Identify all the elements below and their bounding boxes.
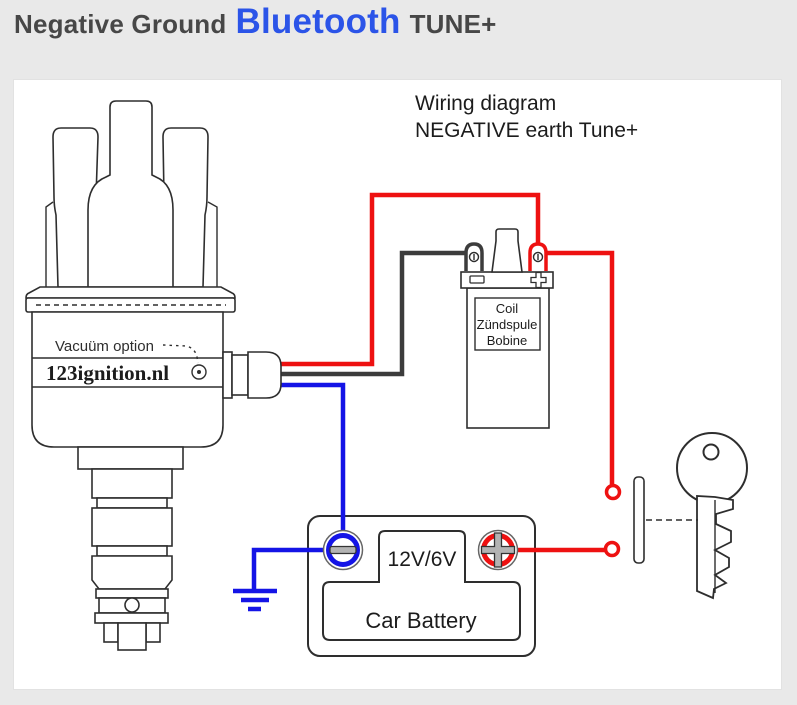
wire-black-distributor-to-coil [279, 250, 468, 377]
switch-lever [633, 476, 645, 564]
shaft-ring-1 [96, 497, 168, 509]
cap-left-wall [45, 201, 54, 287]
diagram-title-line2: NEGATIVE earth Tune+ [415, 119, 638, 142]
key-hole [702, 443, 720, 461]
ignition-key [633, 432, 748, 600]
ground-icon [233, 588, 277, 612]
diagram-title: Wiring diagram NEGATIVE earth Tune+ [415, 92, 638, 142]
coil-label-line2: Zündspule [477, 317, 538, 332]
wire-blue-battery-to-ground [251, 547, 330, 590]
car-battery: 12V/6V Car Battery [307, 515, 536, 657]
key-bow [676, 432, 748, 504]
minus-sign [329, 545, 357, 555]
vacuum-port-ring [191, 364, 207, 380]
connector-gland [247, 351, 282, 399]
battery-inner-outline [322, 530, 521, 641]
vacuum-port-icon [191, 364, 207, 380]
shaft-seg-3 [91, 507, 173, 547]
battery-terminals [322, 529, 519, 571]
brand-label: 123ignition.nl [46, 361, 169, 385]
shaft-seg-4 [91, 555, 173, 590]
coil-label-box [474, 297, 541, 351]
shaft-collar [95, 588, 169, 599]
plus-sign [480, 532, 516, 568]
distributor-shaft [77, 446, 184, 651]
page-title-highlight: Bluetooth [235, 2, 401, 41]
vacuum-leader-dashes [162, 344, 199, 364]
coil-minus-mark [469, 275, 485, 284]
cap-flange [25, 286, 236, 299]
coil-label-line1: Coil [496, 301, 519, 316]
coil-plus-mark [530, 271, 547, 289]
shaft-pin-hole [124, 597, 140, 613]
switch-terminals [603, 483, 622, 558]
distributor-body [31, 311, 224, 448]
vacuum-option-label: Vacuüm option [55, 338, 154, 355]
drive-dog-right [145, 622, 161, 643]
coil-label-line3: Bobine [487, 333, 527, 348]
coil-ht-tower [491, 228, 523, 273]
battery-label: Car Battery [365, 608, 476, 633]
battery-voltage-label: 12V/6V [388, 548, 457, 571]
cap-tower-center [87, 100, 174, 288]
shaft-seg-1 [77, 446, 184, 470]
distributor: Vacuüm option 123ignition.nl [25, 100, 282, 651]
coil-bolt-minus [468, 251, 480, 263]
cap-right-wall [207, 201, 218, 287]
wire-red-coil-to-switch [540, 250, 615, 488]
shaft-seg-2 [91, 468, 173, 499]
shaft-lower-band [94, 612, 169, 624]
diagram-title-line1: Wiring diagram [415, 92, 556, 115]
ignition-coil: Coil Zündspule Bobine [460, 228, 554, 429]
shaft-ring-2 [96, 545, 168, 557]
drive-dog-center [117, 622, 147, 651]
switch-terminal-top [604, 483, 622, 501]
page-title-suffix: TUNE+ [409, 9, 497, 39]
drive-dog-left [103, 622, 119, 643]
switch-terminal-bottom [603, 540, 621, 558]
page-title: Negative Ground Bluetooth TUNE+ [14, 2, 497, 42]
connector-step-2 [231, 354, 249, 396]
wire-red-distributor-to-coil [279, 192, 541, 367]
vacuum-port-dot [197, 370, 201, 374]
cable-connector [222, 351, 282, 399]
coil-bolt-plus [532, 251, 544, 263]
page-title-prefix: Negative Ground [14, 9, 227, 39]
connector-step-1 [222, 351, 233, 399]
wire-blue-distributor-to-battery [279, 382, 346, 537]
wires [233, 192, 615, 612]
